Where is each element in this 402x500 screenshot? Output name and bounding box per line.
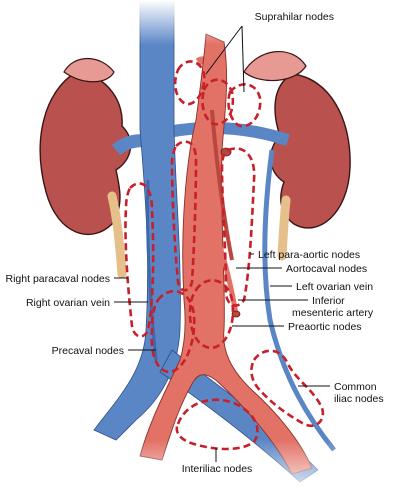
superior-mesenteric-artery: [210, 109, 234, 261]
label-suprahilar-nodes: Suprahilar nodes: [255, 11, 334, 23]
ima-stump: [231, 310, 241, 318]
label-left-para-aortic-nodes: Left para-aortic nodes: [258, 249, 360, 261]
aortocaval-nodes-outline: [170, 140, 198, 292]
label-aortocaval-nodes: Aortocaval nodes: [286, 263, 367, 275]
left-para-aortic-nodes-outline: [220, 147, 256, 307]
right-adrenal: [63, 58, 115, 83]
ureters: [107, 191, 291, 279]
label-ima-line2: mesenteric artery: [292, 307, 374, 319]
preaortic-nodes-outline: [188, 279, 235, 350]
labels: Suprahilar nodes Left para-aortic nodes …: [6, 11, 384, 475]
label-right-ovarian-vein: Right ovarian vein: [26, 297, 110, 309]
suprahilar-nodes-right-outline: [227, 83, 262, 128]
inferior-vena-cava-group: [93, 0, 336, 483]
leader-lines: [114, 25, 330, 462]
leader-suprahilar-2: [241, 25, 245, 93]
label-interiliac-nodes: Interiliac nodes: [182, 463, 253, 475]
left-ureter: [277, 195, 291, 261]
right-ureter: [107, 191, 127, 279]
left-kidney: [243, 51, 351, 229]
label-common-iliac-line1: Common: [334, 381, 377, 393]
label-ima-line1: Inferior: [312, 295, 345, 307]
leader-suprahilar-1: [205, 25, 243, 75]
interiliac-nodes-outline: [175, 398, 259, 451]
label-right-paracaval-nodes: Right paracaval nodes: [6, 273, 110, 285]
left-renal-vein: [166, 121, 290, 146]
right-ovarian-vein: [145, 179, 158, 361]
precaval-nodes-outline: [150, 289, 196, 374]
label-precaval-nodes: Precaval nodes: [52, 345, 124, 357]
label-left-ovarian-vein: Left ovarian vein: [296, 281, 373, 293]
lymph-node-outlines: [124, 60, 325, 451]
left-ovarian-vein: [262, 149, 336, 452]
suprahilar-nodes-left-outline: [173, 60, 206, 106]
top-fade: [0, 0, 402, 60]
label-common-iliac-line2: iliac nodes: [334, 393, 384, 405]
label-preaortic-nodes: Preaortic nodes: [288, 321, 362, 333]
bottom-fade: [0, 440, 402, 500]
common-iliac-nodes-outline: [250, 349, 325, 428]
